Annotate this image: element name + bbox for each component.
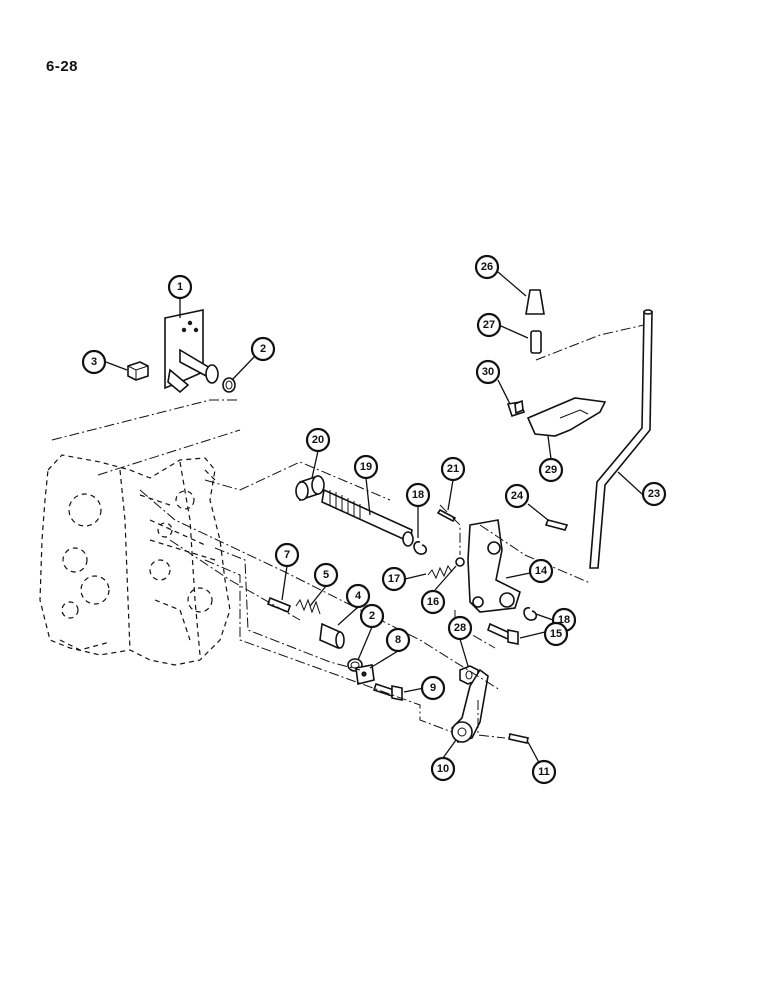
callout-28: 28 [447,615,473,641]
svg-text:5: 5 [323,569,329,581]
transmission-housing [39,454,231,666]
svg-text:24: 24 [511,490,524,502]
svg-text:26: 26 [481,261,493,273]
callout-23: 23 [641,481,667,507]
callout-10: 10 [430,756,456,782]
part-9-bolt [372,682,403,701]
svg-text:8: 8 [395,634,401,646]
svg-text:18: 18 [412,489,424,501]
part-18-clip-lower [523,607,538,621]
callout-2-lower: 2 [359,603,385,629]
part-16-ball [455,557,465,567]
assembly-reference-lines [51,324,645,739]
part-27-sleeve [530,330,542,354]
page-number-label: 6-28 [46,58,79,75]
part-29-bracket [526,397,607,437]
part-8-plate [355,664,375,685]
svg-text:2: 2 [260,343,266,355]
part-26-knob [525,289,545,315]
part-18-clip-upper [413,541,428,555]
svg-text:17: 17 [388,573,400,585]
svg-text:15: 15 [550,628,562,640]
leader-lines [105,271,643,773]
callout-18-upper: 18 [405,482,431,508]
callout-17: 17 [381,566,407,592]
callout-4: 4 [345,583,371,609]
svg-text:14: 14 [535,565,548,577]
svg-text:28: 28 [454,622,466,634]
svg-text:4: 4 [355,590,362,602]
svg-text:20: 20 [312,434,324,446]
part-10-lever-arm [451,668,489,743]
callout-27: 27 [476,312,502,338]
part-2-oring-lower-inner [350,661,360,669]
callout-9: 9 [420,675,446,701]
callout-20: 20 [305,427,331,453]
svg-text:3: 3 [91,356,97,368]
part-17-spring [427,564,453,580]
svg-text:2: 2 [369,610,375,622]
callout-26: 26 [474,254,500,280]
part-24-pin [544,519,569,531]
callout-21: 21 [440,456,466,482]
part-20-bushing [295,474,325,502]
part-5-spring [295,598,321,615]
part-3-block [127,361,149,381]
callout-5: 5 [313,562,339,588]
callout-2-upper: 2 [250,336,276,362]
svg-text:19: 19 [360,461,372,473]
callout-11: 11 [531,759,557,785]
part-30-screw [506,399,526,418]
callout-16: 16 [420,589,446,615]
svg-text:11: 11 [538,766,550,778]
svg-text:7: 7 [284,549,290,561]
part-2-oring-upper [222,377,236,393]
svg-text:21: 21 [447,463,459,475]
callout-15: 15 [543,621,569,647]
svg-text:23: 23 [648,488,660,500]
part-19-splined-shaft [321,488,414,547]
part-14-lever-housing [467,519,521,613]
svg-text:9: 9 [430,682,436,694]
part-2-oring-upper-inner [225,380,233,390]
part-4-plunger [319,622,345,650]
part-11-roll-pin [508,733,529,744]
part-1-mounting-plate [164,309,219,394]
svg-text:29: 29 [545,464,557,476]
callout-30: 30 [475,359,501,385]
svg-text:16: 16 [427,596,439,608]
callout-29: 29 [538,457,564,483]
callout-8: 8 [385,627,411,653]
part-15-bolt [487,622,519,645]
part-23-shift-lever [589,309,653,569]
callout-24: 24 [504,483,530,509]
callout-1: 1 [167,274,193,300]
svg-text:1: 1 [177,281,183,293]
callout-3: 3 [81,349,107,375]
part-7-pin [267,596,291,614]
callout-14: 14 [528,558,554,584]
svg-text:27: 27 [483,319,495,331]
svg-text:10: 10 [437,763,449,775]
svg-text:30: 30 [482,366,494,378]
callout-19: 19 [353,454,379,480]
callout-7: 7 [274,542,300,568]
